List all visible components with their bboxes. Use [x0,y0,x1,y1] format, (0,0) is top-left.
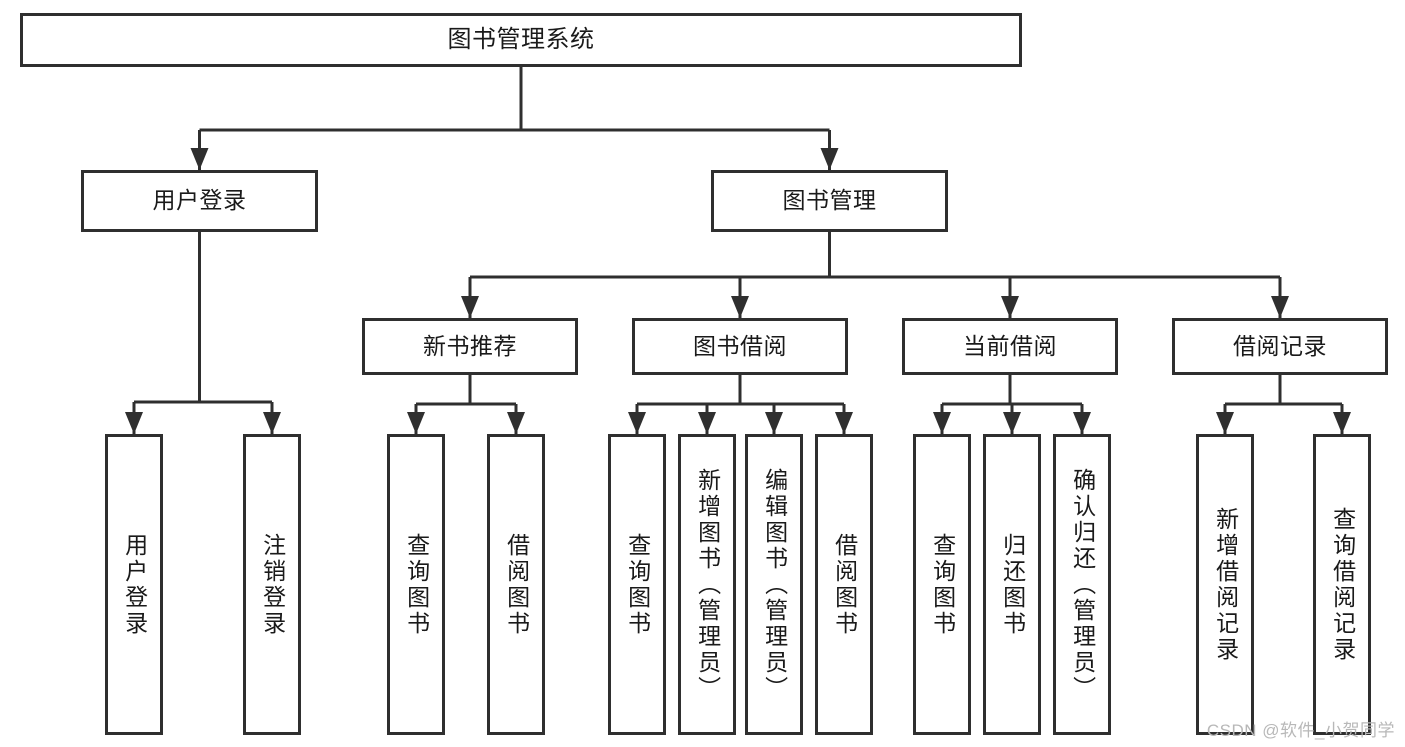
node-box-leaf_cb_return[interactable] [983,434,1041,735]
node-box-leaf_nbr_query[interactable] [387,434,445,735]
node-box-leaf_user_login[interactable] [105,434,163,735]
arrow-icon-leaf_nbr_borrow [507,412,525,434]
arrow-icon-l3_book_borrow [731,296,749,318]
arrow-icon-leaf_bb_query [628,412,646,434]
arrow-icon-leaf_cb_confirm [1073,412,1091,434]
arrow-icon-l3_new_book_rec [461,296,479,318]
arrow-icon-l2_user_login [190,148,209,170]
node-box-leaf_bb_edit[interactable] [745,434,803,735]
node-box-leaf_bb_add[interactable] [678,434,736,735]
watermark-text: CSDN @软件_小贺同学 [1206,721,1395,740]
arrow-icon-l2_book_mgmt [820,148,839,170]
node-box-leaf_bb_query[interactable] [608,434,666,735]
node-box-leaf_cb_query[interactable] [913,434,971,735]
node-box-root[interactable] [20,13,1022,67]
node-box-l3_current_borrow[interactable] [902,318,1118,375]
node-box-leaf_logout[interactable] [243,434,301,735]
node-box-leaf_br_add[interactable] [1196,434,1254,735]
node-box-l3_book_borrow[interactable] [632,318,848,375]
node-box-l2_user_login[interactable] [81,170,318,232]
arrow-icon-leaf_br_query [1333,412,1351,434]
arrow-icon-leaf_user_login [125,412,143,434]
edges-layer [125,67,1351,434]
arrow-icon-leaf_bb_add [698,412,716,434]
node-box-l2_book_mgmt[interactable] [711,170,948,232]
node-box-leaf_bb_borrow[interactable] [815,434,873,735]
nodes-layer [20,13,1388,735]
arrow-icon-leaf_cb_query [933,412,951,434]
node-box-l3_borrow_record[interactable] [1172,318,1388,375]
arrow-icon-leaf_br_add [1216,412,1234,434]
arrow-icon-leaf_logout [263,412,281,434]
arrow-icon-leaf_nbr_query [407,412,425,434]
arrow-icon-leaf_cb_return [1003,412,1021,434]
node-box-leaf_nbr_borrow[interactable] [487,434,545,735]
arrow-icon-leaf_bb_borrow [835,412,853,434]
node-box-leaf_cb_confirm[interactable] [1053,434,1111,735]
arrow-icon-l3_borrow_record [1271,296,1289,318]
node-box-l3_new_book_rec[interactable] [362,318,578,375]
arrow-icon-l3_current_borrow [1001,296,1019,318]
node-box-leaf_br_query[interactable] [1313,434,1371,735]
arrow-icon-leaf_bb_edit [765,412,783,434]
